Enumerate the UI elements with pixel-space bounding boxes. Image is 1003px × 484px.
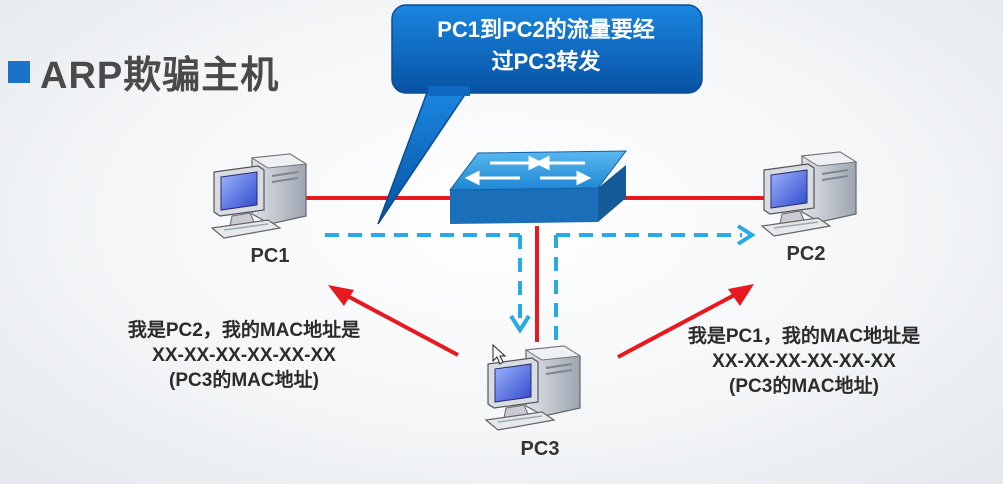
title-bullet-icon [8, 60, 30, 83]
left-note-line-2: XX-XX-XX-XX-XX-XX [152, 345, 336, 366]
spoof-arrow-left [328, 285, 459, 357]
left-spoof-note: 我是PC2，我的MAC地址是 XX-XX-XX-XX-XX-XX (PC3的MA… [94, 318, 394, 393]
callout-line-1: PC1到PC2的流量要经 [437, 17, 655, 42]
arrow-icon [509, 314, 531, 334]
switch-icon [448, 150, 628, 224]
spoof-arrow-right [617, 284, 754, 359]
arrow-icon [736, 224, 756, 246]
callout-line-2: 过PC3转发 [491, 49, 601, 74]
callout-text: PC1到PC2的流量要经 过PC3转发 [392, 14, 700, 78]
callout-bubble [377, 4, 703, 225]
computer-icon [211, 153, 307, 239]
right-spoof-note: 我是PC1，我的MAC地址是 XX-XX-XX-XX-XX-XX (PC3的MA… [654, 324, 954, 399]
page-title: ARP欺骗主机 [8, 44, 279, 99]
right-note-line-1: 我是PC1，我的MAC地址是 [687, 326, 921, 347]
pc1-label: PC1 [250, 245, 290, 267]
traffic-path [325, 233, 742, 340]
left-note-line-1: 我是PC2，我的MAC地址是 [127, 320, 361, 341]
right-note-line-2: XX-XX-XX-XX-XX-XX [712, 351, 896, 372]
pc2-label: PC2 [786, 243, 826, 265]
cursor-icon [492, 343, 507, 365]
pc3-label: PC3 [520, 438, 560, 460]
left-note-line-3: (PC3的MAC地址) [169, 370, 319, 391]
right-note-line-3: (PC3的MAC地址) [729, 376, 879, 397]
title-text: ARP欺骗主机 [40, 55, 280, 97]
computer-icon [761, 151, 857, 237]
